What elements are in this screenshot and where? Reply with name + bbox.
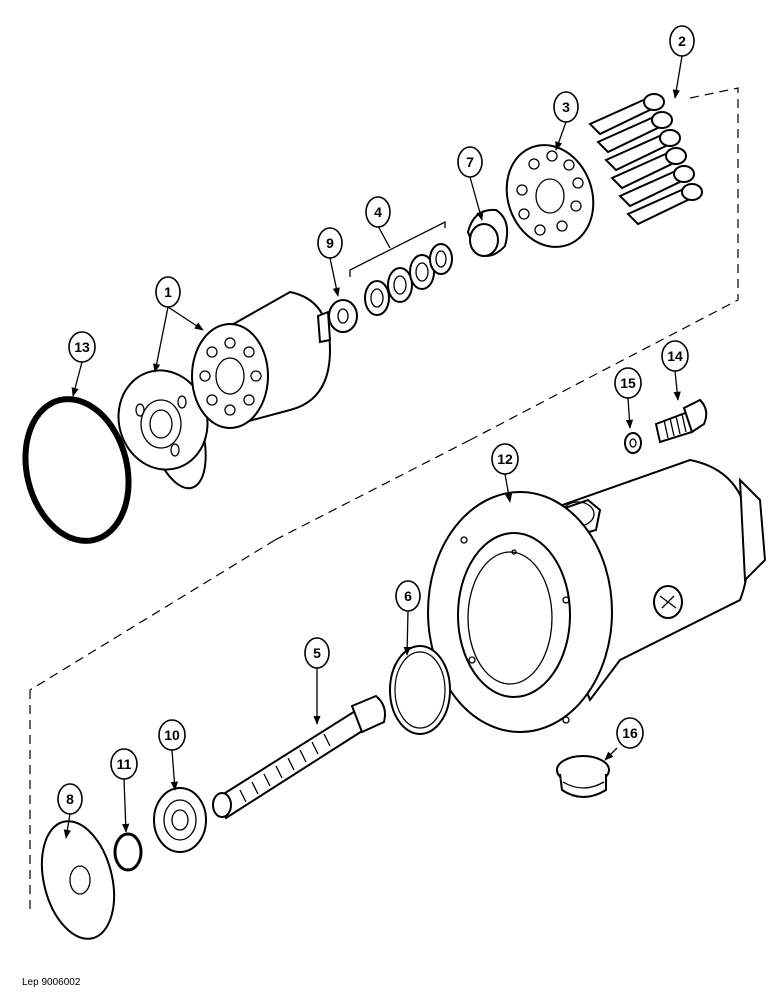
- callout-16: 16: [616, 717, 644, 749]
- callout-11-label: 11: [117, 756, 132, 772]
- callout-6: 6: [395, 580, 421, 612]
- spacers-part-4: [364, 243, 453, 316]
- callout-3-label: 3: [562, 99, 570, 115]
- bearing-part-10: [153, 787, 207, 853]
- callout-10-label: 10: [164, 727, 180, 743]
- plug-part-16: [556, 755, 610, 798]
- cylinder-block-part-1: [191, 290, 332, 429]
- motor-housing-part-12: [427, 458, 767, 733]
- callout-3: 3: [553, 91, 579, 123]
- callout-7-label: 7: [466, 154, 474, 170]
- callout-11: 11: [110, 748, 138, 780]
- callout-13: 13: [68, 331, 96, 363]
- circlip-part-6: [389, 645, 451, 735]
- callout-8: 8: [57, 783, 83, 815]
- callout-14-label: 14: [667, 348, 683, 364]
- callout-1-label: 1: [164, 284, 172, 300]
- callout-4-label: 4: [374, 204, 382, 220]
- callout-15: 15: [614, 367, 642, 399]
- callout-2-label: 2: [678, 33, 686, 49]
- retainer-plate-part-3: [505, 144, 595, 248]
- pistons-part-2: [588, 93, 703, 226]
- bolt-part-14: [654, 398, 708, 444]
- callout-16-label: 16: [622, 725, 638, 741]
- drawing-reference: Lep 9006002: [22, 977, 81, 988]
- spherical-bush-part-7: [466, 208, 509, 257]
- callout-15-label: 15: [620, 375, 636, 391]
- callout-5: 5: [304, 637, 330, 669]
- assembly-guide-lines: [29, 87, 739, 915]
- snap-ring-part-11: [113, 832, 143, 872]
- callout-10: 10: [158, 719, 186, 751]
- washer-part-15: [624, 432, 642, 454]
- valve-plate-part-1: [117, 369, 209, 490]
- cover-plate-part-8: [40, 820, 116, 940]
- callout-9-label: 9: [326, 235, 334, 251]
- callout-13-label: 13: [74, 339, 90, 355]
- o-ring-part-13: [22, 396, 132, 544]
- callout-12-label: 12: [497, 451, 513, 467]
- callout-12: 12: [491, 443, 519, 475]
- leader-lines: [63, 55, 683, 839]
- callout-2: 2: [669, 25, 695, 57]
- callout-1: 1: [155, 276, 181, 308]
- callout-8-label: 8: [66, 791, 74, 807]
- callout-14: 14: [661, 340, 689, 372]
- callout-5-label: 5: [313, 645, 321, 661]
- washer-part-9: [328, 299, 358, 333]
- callout-7: 7: [457, 146, 483, 178]
- callout-4: 4: [365, 196, 391, 228]
- callout-9: 9: [317, 227, 343, 259]
- drive-shaft-part-5: [212, 694, 386, 820]
- callout-6-label: 6: [404, 588, 412, 604]
